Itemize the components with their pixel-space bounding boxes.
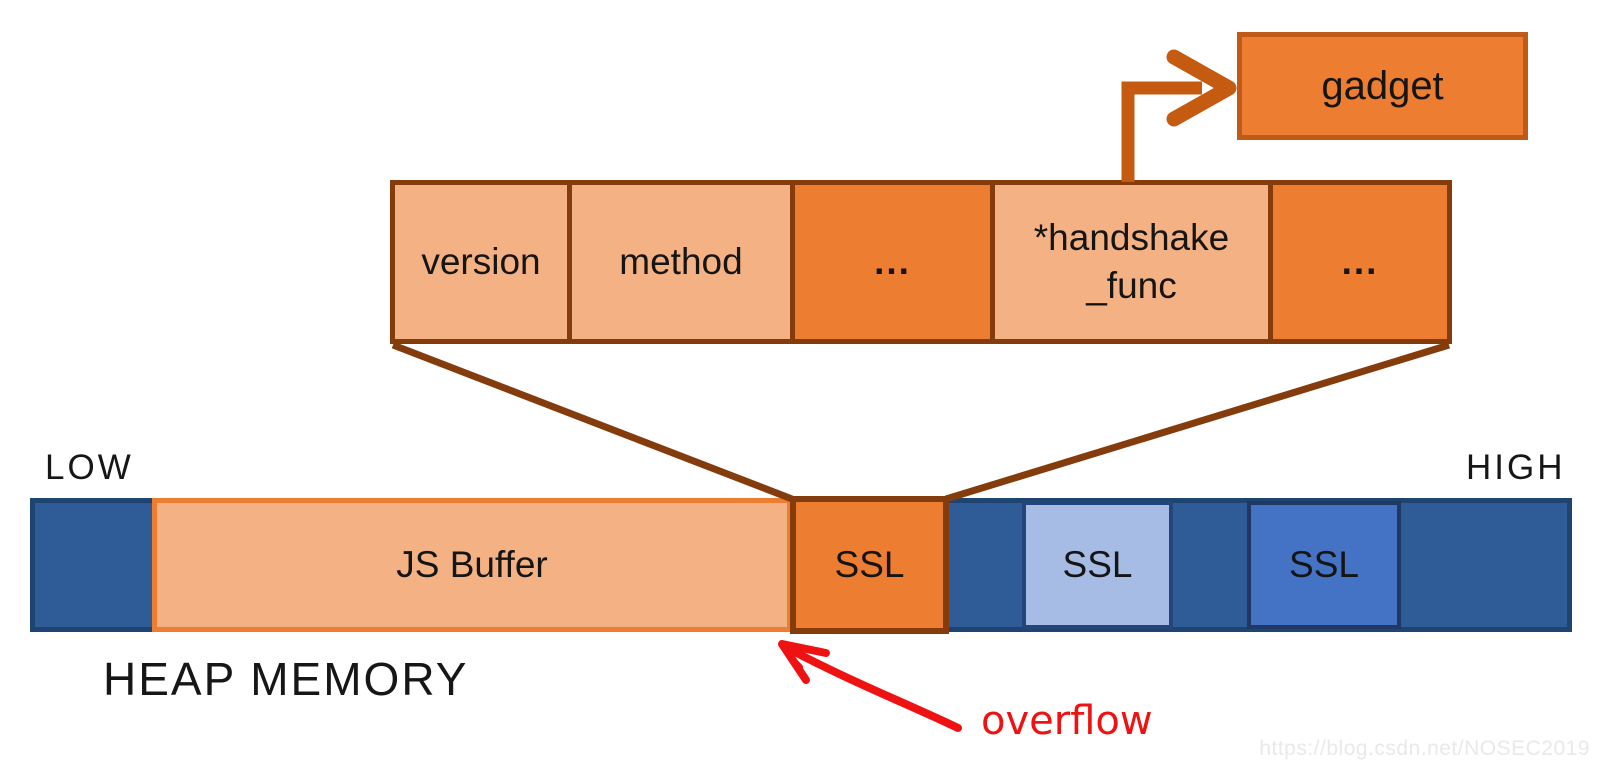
struct-cell-method-label: method <box>619 240 743 282</box>
heap-segment-ssl-light: SSL <box>1022 501 1173 629</box>
low-address-label: LOW <box>45 448 134 487</box>
struct-cell-version-label: version <box>421 240 541 282</box>
js-buffer-label: JS Buffer <box>396 544 548 585</box>
high-address-label: HIGH <box>1466 448 1566 487</box>
struct-cell-ellipsis-2: ... <box>1273 185 1447 339</box>
handshake-func-pointer-line <box>1121 81 1202 182</box>
heap-segment-ssl-medium: SSL <box>1247 501 1401 629</box>
heap-segment-js-buffer: JS Buffer <box>152 498 792 632</box>
zoom-funnel-line-right <box>944 341 1451 503</box>
overflow-annotation: overflow <box>981 698 1153 744</box>
struct-cell-version: version <box>395 185 567 339</box>
gadget-label: gadget <box>1321 63 1444 108</box>
handshake-func-pointer-arrowhead-icon <box>1166 49 1237 127</box>
gadget-box: gadget <box>1237 32 1528 140</box>
struct-cell-ellipsis-1-label: ... <box>874 240 911 282</box>
ssl-medium-label: SSL <box>1289 544 1359 585</box>
zoom-funnel-line-left <box>391 341 794 503</box>
heap-memory-caption: HEAP MEMORY <box>103 653 469 705</box>
heap-segment-ssl-overflowed: SSL <box>790 496 949 634</box>
overflow-arrowhead-icon <box>778 640 830 684</box>
struct-cell-ellipsis-2-label: ... <box>1341 240 1379 282</box>
ssl-struct-row: version method ... *handshake _func ... <box>390 180 1452 344</box>
ssl-overflowed-label: SSL <box>834 544 905 585</box>
struct-cell-handshake-func-label: *handshake _func <box>1033 216 1230 306</box>
struct-cell-ellipsis-1: ... <box>795 185 990 339</box>
ssl-light-label: SSL <box>1062 544 1133 585</box>
struct-cell-handshake-func: *handshake _func <box>995 185 1268 339</box>
watermark-url: https://blog.csdn.net/NOSEC2019 <box>1259 737 1590 760</box>
overflow-arrow-shaft <box>785 645 962 732</box>
overflow-arrowhead-sketch-stroke <box>783 645 803 670</box>
struct-cell-method: method <box>572 185 790 339</box>
